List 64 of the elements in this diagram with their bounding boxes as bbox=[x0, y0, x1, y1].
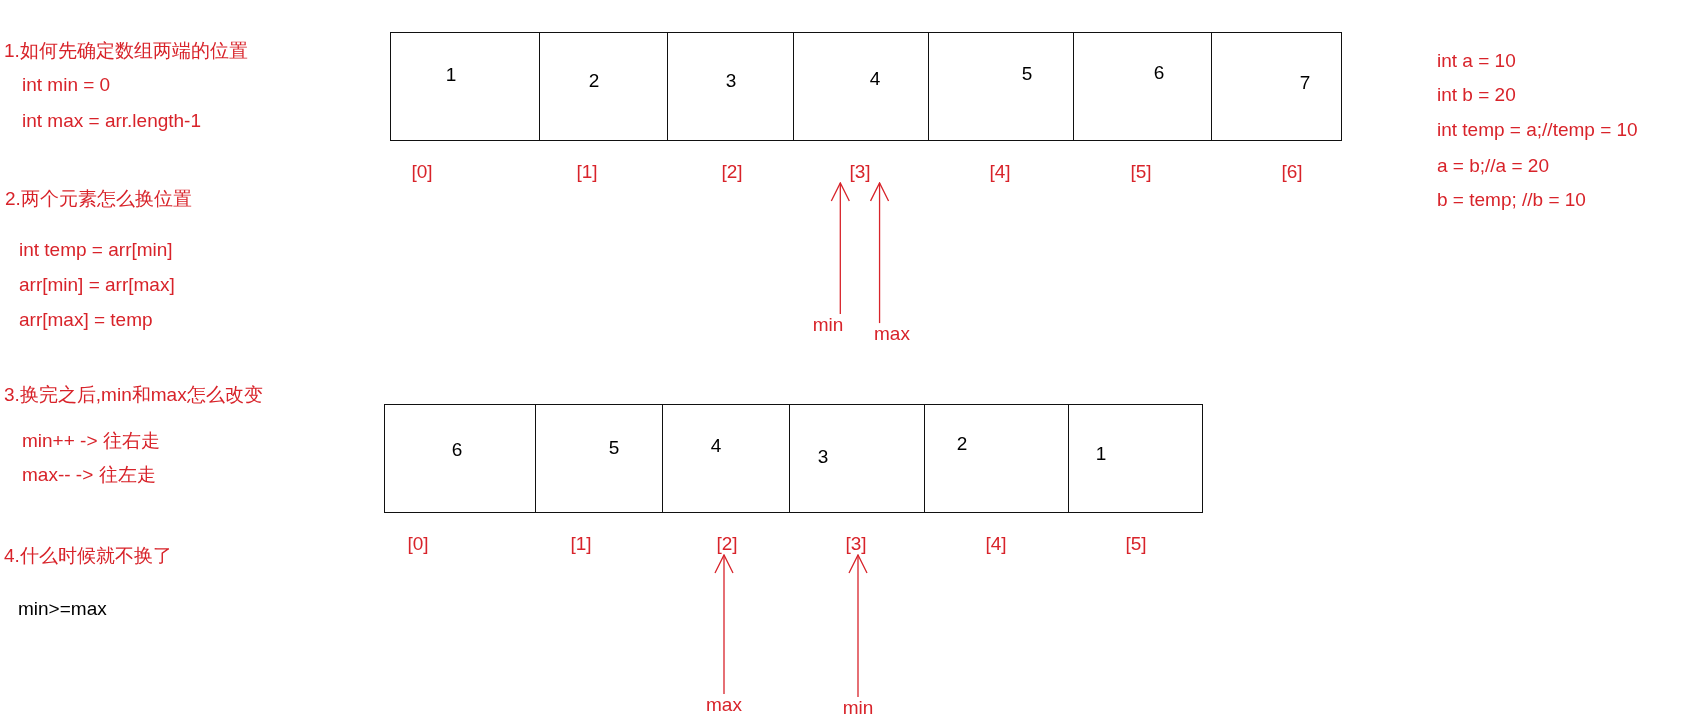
cell-number: 2 bbox=[956, 433, 968, 455]
array-cell bbox=[539, 32, 668, 141]
step-heading: 3.换完之后,min和max怎么改变 bbox=[4, 384, 263, 406]
array-cell bbox=[1073, 32, 1212, 141]
index-label: [0] bbox=[407, 533, 429, 555]
array-cell bbox=[928, 32, 1074, 141]
code-line: int b = 20 bbox=[1437, 84, 1516, 106]
cell-number: 7 bbox=[1299, 72, 1311, 94]
cell-number: 6 bbox=[1153, 62, 1165, 84]
index-label: [1] bbox=[576, 161, 598, 183]
index-label: [0] bbox=[411, 161, 433, 183]
index-label: [2] bbox=[721, 161, 743, 183]
arrow bbox=[869, 182, 890, 324]
code-line: int max = arr.length-1 bbox=[22, 110, 201, 132]
index-label: [4] bbox=[989, 161, 1011, 183]
arrow bbox=[714, 554, 734, 695]
code-line: int temp = a;//temp = 10 bbox=[1437, 119, 1638, 141]
array-cell bbox=[662, 404, 790, 513]
array-cell bbox=[667, 32, 794, 141]
array-cell bbox=[1211, 32, 1342, 141]
array-cell bbox=[1068, 404, 1203, 513]
cell-number: 4 bbox=[869, 68, 881, 90]
index-label: [1] bbox=[570, 533, 592, 555]
cell-number: 3 bbox=[725, 70, 737, 92]
step-heading: 2.两个元素怎么换位置 bbox=[5, 188, 192, 210]
pointer-label: min bbox=[842, 697, 874, 719]
index-label: [4] bbox=[985, 533, 1007, 555]
code-line: int a = 10 bbox=[1437, 50, 1516, 72]
code-line: int min = 0 bbox=[22, 74, 111, 96]
cell-number: 1 bbox=[445, 64, 457, 86]
code-line: arr[max] = temp bbox=[19, 309, 153, 331]
step-heading: 4.什么时候就不换了 bbox=[4, 545, 172, 567]
code-line: arr[min] = arr[max] bbox=[19, 274, 175, 296]
cell-number: 4 bbox=[710, 435, 722, 457]
pointer-label: min bbox=[812, 314, 844, 336]
array-cell bbox=[924, 404, 1069, 513]
code-line: min++ -> 往右走 bbox=[22, 430, 160, 452]
index-label: [5] bbox=[1130, 161, 1152, 183]
code-line: a = b;//a = 20 bbox=[1437, 155, 1549, 177]
index-label: [5] bbox=[1125, 533, 1147, 555]
array-cell bbox=[384, 404, 536, 513]
array-cell bbox=[793, 32, 929, 141]
index-label: [2] bbox=[716, 533, 738, 555]
array-cell bbox=[789, 404, 925, 513]
cell-number: 5 bbox=[1021, 63, 1033, 85]
cell-number: 6 bbox=[451, 439, 463, 461]
arrow bbox=[848, 554, 868, 698]
code-line: int temp = arr[min] bbox=[19, 239, 173, 261]
code-line: max-- -> 往左走 bbox=[22, 464, 156, 486]
arrow bbox=[830, 182, 850, 315]
cell-number: 1 bbox=[1095, 443, 1107, 465]
code-line: b = temp; //b = 10 bbox=[1437, 189, 1586, 211]
cell-number: 2 bbox=[588, 70, 600, 92]
pointer-label: max bbox=[706, 694, 742, 716]
cell-number: 3 bbox=[817, 446, 829, 468]
code-line: min>=max bbox=[18, 598, 107, 620]
array-cell bbox=[535, 404, 663, 513]
array-cell bbox=[390, 32, 540, 141]
cell-number: 5 bbox=[608, 437, 620, 459]
index-label: [3] bbox=[845, 533, 867, 555]
index-label: [6] bbox=[1281, 161, 1303, 183]
step-heading: 1.如何先确定数组两端的位置 bbox=[4, 40, 248, 62]
pointer-label: max bbox=[874, 323, 910, 345]
index-label: [3] bbox=[849, 161, 871, 183]
